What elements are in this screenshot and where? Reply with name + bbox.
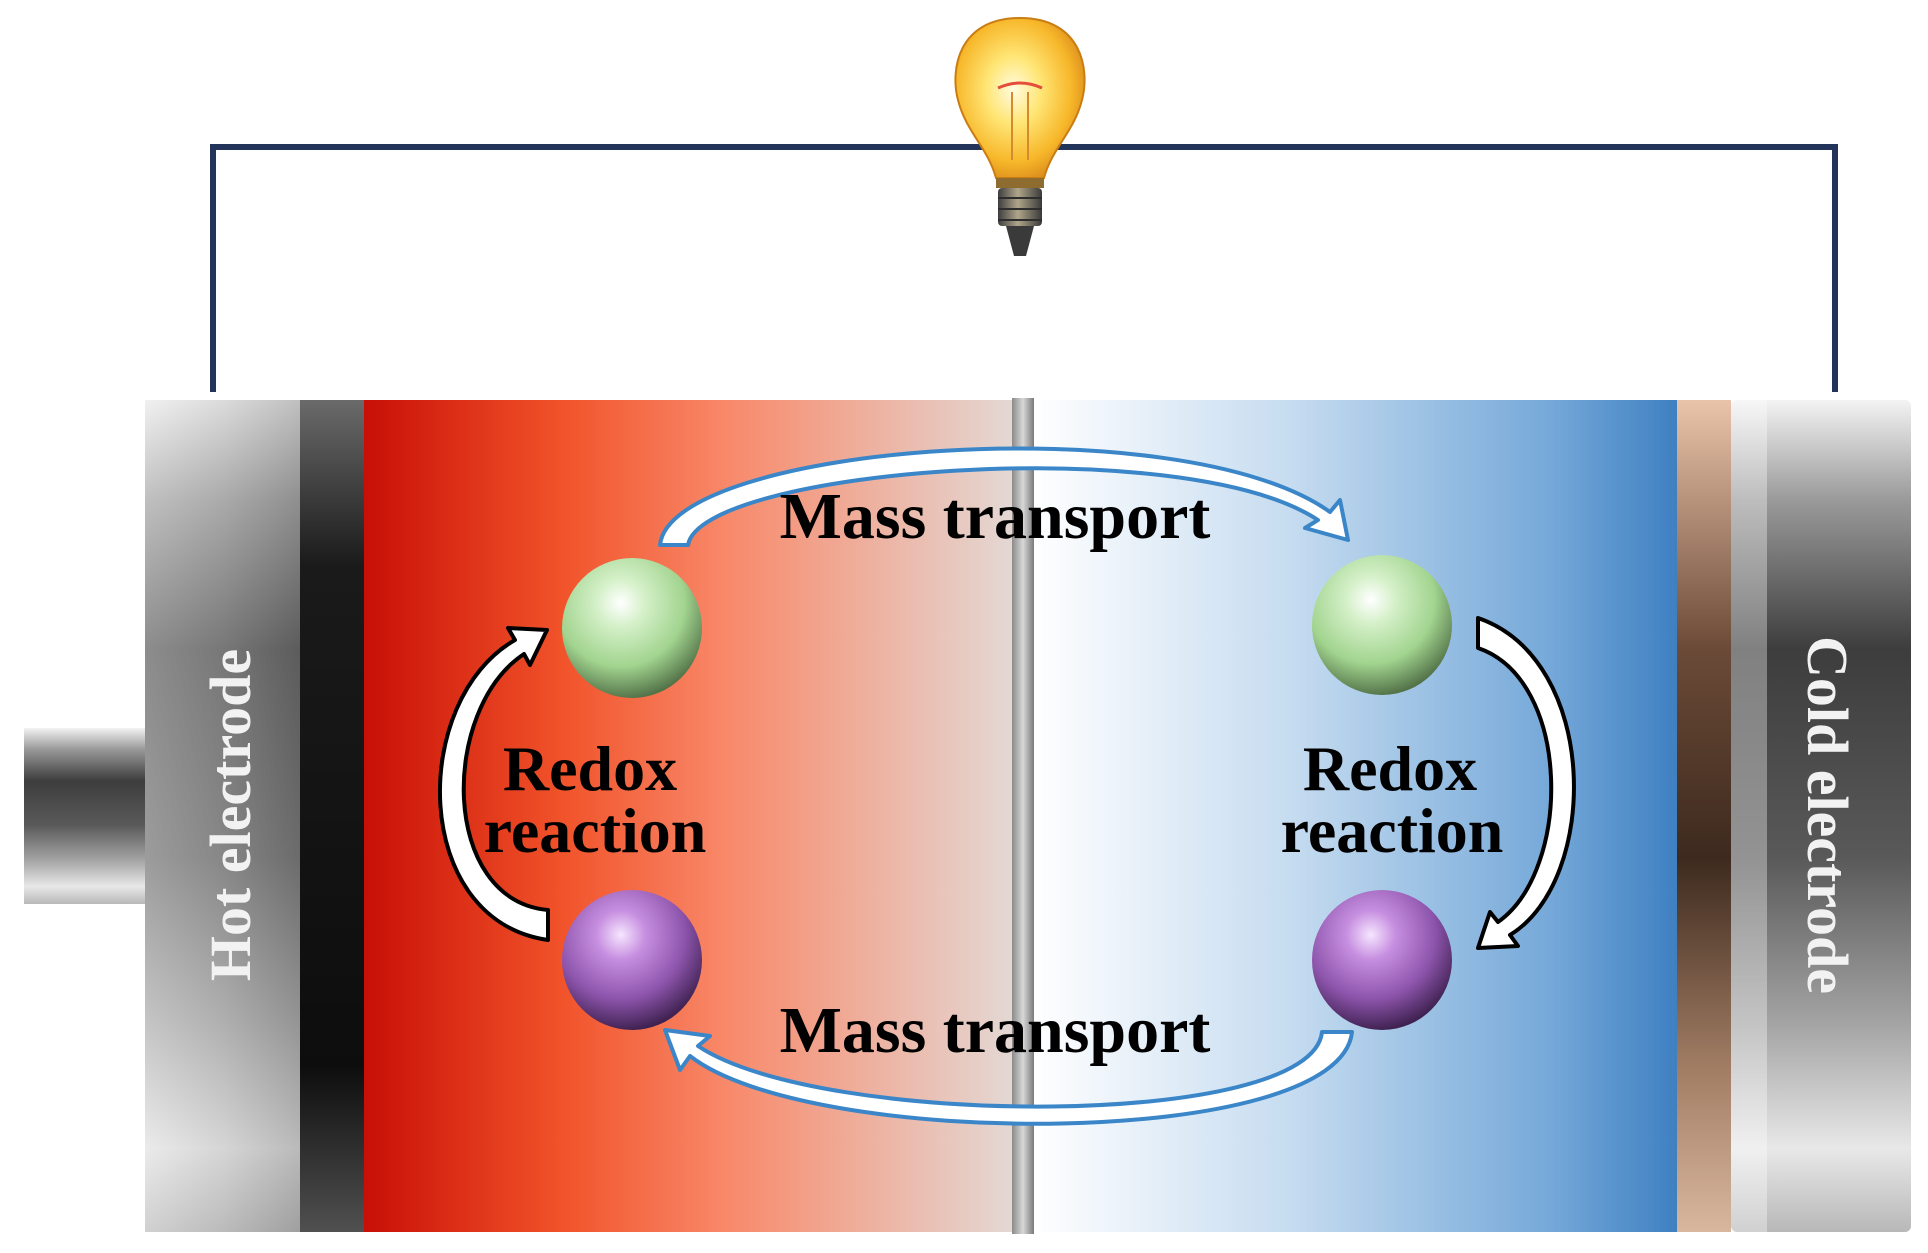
purple-sphere-right (1312, 890, 1452, 1030)
redox-arrow-right (1476, 616, 1576, 950)
light-bulb-icon (954, 16, 1086, 256)
cold-electrode-label: Cold electrode (1795, 636, 1860, 994)
redox-label-left-line2: reaction (484, 795, 707, 866)
redox-label-right-line1: Redox (1303, 733, 1477, 804)
hot-electrode-band (300, 400, 364, 1232)
cold-electrode-band (1677, 400, 1731, 1232)
hot-electrode-label: Hot electrode (198, 649, 263, 981)
redox-label-left-line1: Redox (503, 733, 677, 804)
redox-arrow-left (438, 626, 550, 942)
mass-transport-arrow-top (658, 446, 1350, 547)
cold-electrode (1731, 400, 1911, 1232)
purple-sphere-left (562, 890, 702, 1030)
mass-transport-arrow-bottom (663, 1028, 1354, 1126)
green-sphere-right (1312, 555, 1452, 695)
hot-electrolyte (364, 400, 1024, 1232)
membrane-separator (1012, 398, 1034, 1234)
redox-label-right-line2: reaction (1281, 795, 1504, 866)
hot-electrode (145, 400, 305, 1232)
mass-transport-label-top: Mass transport (780, 480, 1211, 553)
electrode-terminal (24, 728, 164, 904)
mass-transport-label-bottom: Mass transport (780, 994, 1211, 1067)
green-sphere-left (562, 558, 702, 698)
